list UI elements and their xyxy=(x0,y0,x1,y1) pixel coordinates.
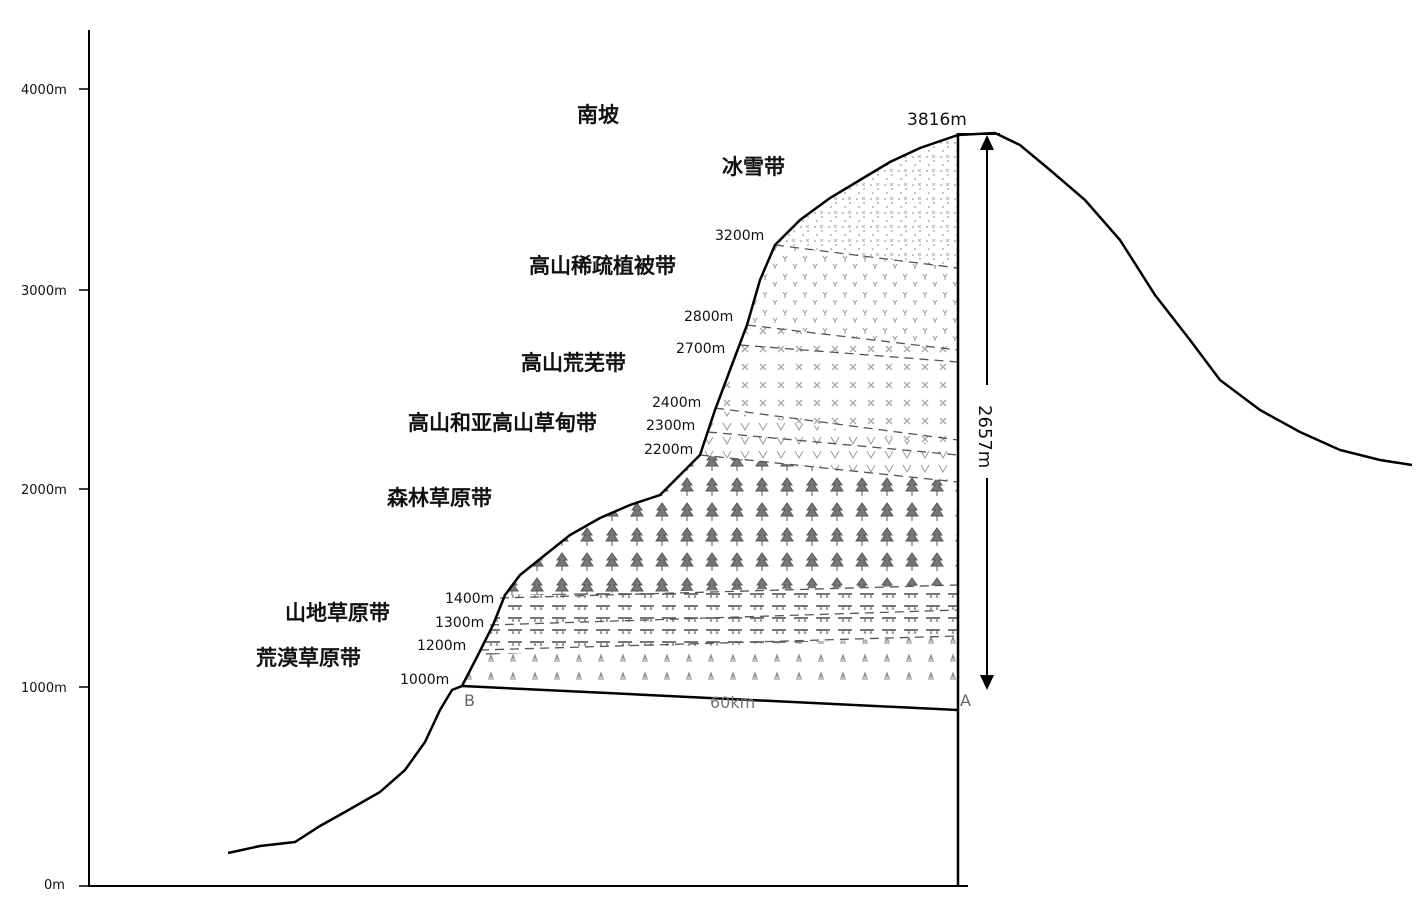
relative-height-label: 2657m xyxy=(974,405,995,468)
elev-mark-2800: 2800m xyxy=(684,309,733,325)
zone-fill-desert-steppe xyxy=(462,636,958,688)
y-axis-ticks: 0m 1000m 2000m 3000m 4000m xyxy=(21,83,89,893)
elev-mark-2400: 2400m xyxy=(652,395,701,411)
elev-mark-1000: 1000m xyxy=(400,672,449,688)
height-arrow-head-top xyxy=(980,135,994,150)
elevation-marks: 3200m 2800m 2700m 2400m 2300m 2200m 1400… xyxy=(400,228,764,688)
elev-mark-3200: 3200m xyxy=(715,228,764,244)
y-tick-label-3000: 3000m xyxy=(21,284,67,299)
elev-mark-2700: 2700m xyxy=(676,341,725,357)
point-b-label: B xyxy=(464,691,475,710)
zone-label-snow: 冰雪带 xyxy=(722,155,785,179)
y-tick-label-0: 0m xyxy=(44,878,65,893)
elev-mark-2200: 2200m xyxy=(644,442,693,458)
zone-boundaries xyxy=(479,244,959,651)
boundary-1200 xyxy=(479,635,959,651)
distance-label: 60km xyxy=(710,693,755,712)
height-arrow-head-bottom xyxy=(980,675,994,690)
vegetation-zones xyxy=(462,135,958,688)
boundary-2700 xyxy=(739,344,959,363)
relative-height-arrow: 2657m xyxy=(974,135,995,690)
boundary-3200 xyxy=(774,244,959,269)
zone-fill-forest-steppe xyxy=(505,455,958,595)
boundary-2200 xyxy=(699,454,959,483)
zone-label-forest-steppe: 森林草原带 xyxy=(387,486,492,510)
y-tick-label-2000: 2000m xyxy=(21,483,67,498)
zone-label-sparse-vegetation: 高山稀疏植被带 xyxy=(529,254,676,278)
boundary-1300 xyxy=(489,609,959,626)
peak-elevation-label: 3816m xyxy=(907,110,967,130)
y-tick-label-4000: 4000m xyxy=(21,83,67,98)
zone-label-mountain-steppe: 山地草原带 xyxy=(285,601,390,625)
zone-label-barren: 高山荒芜带 xyxy=(521,351,626,375)
zone-fill-snow xyxy=(775,135,958,268)
boundary-2800 xyxy=(746,324,959,351)
zone-fill-barren xyxy=(715,325,958,448)
base-line-b-a xyxy=(461,684,959,712)
elev-mark-2300: 2300m xyxy=(646,418,695,434)
zone-fill-mountain-steppe xyxy=(478,585,958,655)
mountain-profile-line xyxy=(227,131,1413,855)
boundary-2400 xyxy=(714,407,959,441)
elev-mark-1400: 1400m xyxy=(445,591,494,607)
zone-label-desert-steppe: 荒漠草原带 xyxy=(256,646,361,670)
zone-fill-sparse-vegetation xyxy=(747,245,958,350)
elev-mark-1200: 1200m xyxy=(417,638,466,654)
boundary-2300 xyxy=(707,431,959,456)
slope-label: 南坡 xyxy=(577,103,619,127)
zone-fill-meadow xyxy=(700,410,958,482)
elev-mark-1300: 1300m xyxy=(435,615,484,631)
y-tick-label-1000: 1000m xyxy=(21,681,67,696)
zone-label-meadow: 高山和亚高山草甸带 xyxy=(408,411,597,435)
boundary-1400 xyxy=(499,584,959,599)
point-a-label: A xyxy=(960,691,971,710)
